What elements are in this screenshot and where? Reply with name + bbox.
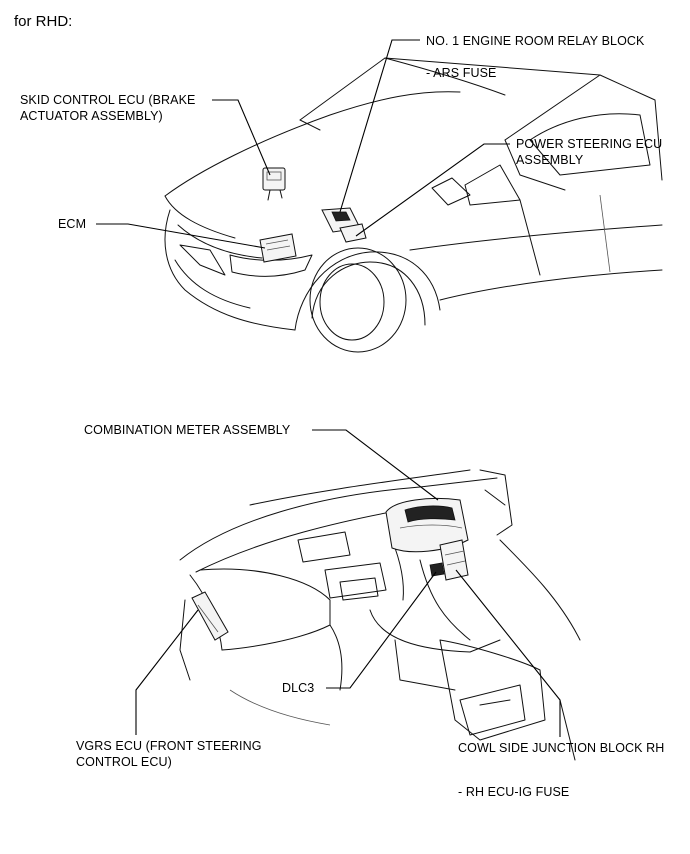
ecm-part [259,233,297,263]
label-rh-ecu-ig-fuse: - RH ECU-IG FUSE [458,785,570,799]
label-skid-control-line2: ACTUATOR ASSEMBLY) [20,109,163,123]
dlc3-part [429,562,445,577]
label-power-steering-line2: ASSEMBLY [516,153,584,167]
skid-control-ecu-part [262,167,286,201]
leader-ecm [96,223,266,249]
label-cowl-junction-block: COWL SIDE JUNCTION BLOCK RH [458,741,665,755]
relay-block-part [321,207,367,243]
vgrs-ecu-part [191,591,229,641]
label-power-steering-line1: POWER STEERING ECU [516,137,663,151]
label-ecm: ECM [58,217,87,231]
leader-combination-meter [312,429,439,501]
leader-cowl-junction [455,569,561,737]
leader-dlc3 [326,571,437,689]
cowl-junction-block-part [439,539,469,581]
page-header: for RHD: [14,13,73,30]
label-vgrs-line2: CONTROL ECU) [76,755,172,769]
label-relay-block: NO. 1 ENGINE ROOM RELAY BLOCK [426,34,645,48]
leader-relay-block [339,39,420,213]
dashboard-drawing [179,469,581,761]
label-skid-control-line1: SKID CONTROL ECU (BRAKE [20,93,196,107]
label-vgrs-line1: VGRS ECU (FRONT STEERING [76,739,262,753]
label-dlc3: DLC3 [282,681,315,695]
car-body-drawing [164,57,663,353]
combination-meter-part [385,498,469,553]
label-ars-fuse: - ARS FUSE [426,66,497,80]
leader-power-steering [355,143,510,237]
label-combination-meter: COMBINATION METER ASSEMBLY [84,423,291,437]
leader-vgrs-ecu [135,609,199,735]
leader-skid-control [212,99,271,176]
